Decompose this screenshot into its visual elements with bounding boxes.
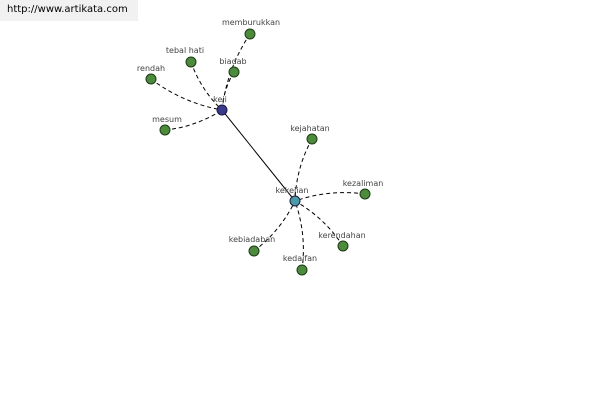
edge-kedaifan-kekejian	[294, 200, 304, 271]
label-keji: keji	[213, 95, 227, 104]
node-tebal-hati[interactable]	[185, 56, 197, 68]
label-mesum: mesum	[152, 115, 182, 124]
label-kezaliman: kezaliman	[343, 179, 384, 188]
nodes-layer	[145, 28, 371, 276]
label-memburukkan: memburukkan	[222, 18, 280, 27]
source-link[interactable]: http://www.artikata.com	[0, 0, 138, 21]
edge-kebiadaban-kekejian	[253, 200, 296, 252]
label-kejahatan: kejahatan	[290, 124, 329, 133]
label-kedaifan: kedaifan	[283, 254, 317, 263]
edge-kejahatan-kekejian	[294, 138, 313, 202]
label-kerendahan: kerendahan	[318, 231, 365, 240]
node-kebiadaban[interactable]	[248, 245, 260, 257]
label-biadab: biadab	[219, 57, 246, 66]
edge-keji-kekejian	[221, 109, 296, 202]
edge-biadab-keji	[221, 71, 235, 111]
label-tebal-hati: tebal hati	[166, 46, 204, 55]
edge-mesum-keji	[164, 109, 223, 131]
node-mesum[interactable]	[159, 124, 171, 136]
node-memburukkan[interactable]	[244, 28, 256, 40]
label-rendah: rendah	[137, 64, 165, 73]
node-rendah[interactable]	[145, 73, 157, 85]
node-kejahatan[interactable]	[306, 133, 318, 145]
node-biadab[interactable]	[228, 66, 240, 78]
edge-rendah-keji	[150, 78, 223, 111]
label-kekejian: kekejian	[276, 186, 309, 195]
label-kebiadaban: kebiadaban	[229, 235, 276, 244]
node-keji[interactable]	[216, 104, 228, 116]
node-kerendahan[interactable]	[337, 240, 349, 252]
node-kekejian[interactable]	[289, 195, 301, 207]
edge-kezaliman-kekejian	[294, 192, 366, 202]
node-kedaifan[interactable]	[296, 264, 308, 276]
labels-layer: memburukkan tebal hati biadab rendah mesum ke…	[137, 18, 383, 263]
node-kezaliman[interactable]	[359, 188, 371, 200]
